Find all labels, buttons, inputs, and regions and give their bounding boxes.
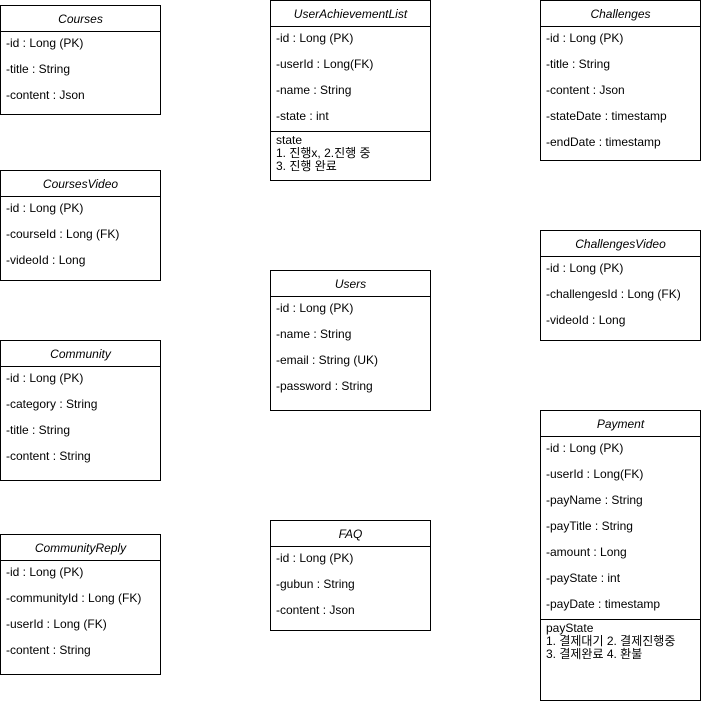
class-attribute: -userId : Long(FK) <box>546 467 644 481</box>
class-attribute: -courseId : Long (FK) <box>6 227 120 241</box>
class-attribute: -content : String <box>6 449 91 463</box>
class-attribute: -id : Long (PK) <box>546 31 624 45</box>
class-attribute: -payDate : timestamp <box>546 597 661 611</box>
class-title: ChallengesVideo <box>541 231 700 257</box>
class-attribute: -content : Json <box>546 83 625 97</box>
class-title: Challenges <box>541 1 700 27</box>
class-attribute: -videoId : Long <box>6 253 86 267</box>
class-attribute: -id : Long (PK) <box>276 551 354 565</box>
class-attribute: -title : String <box>6 62 71 76</box>
class-community[interactable]: Community -id : Long (PK) -category : St… <box>0 340 161 481</box>
class-attribute: -payState : int <box>546 571 621 585</box>
class-attribute: -id : Long (PK) <box>6 371 84 385</box>
class-users[interactable]: Users -id : Long (PK) -name : String -em… <box>270 270 431 411</box>
class-courses[interactable]: Courses -id : Long (PK) -title : String … <box>0 5 161 115</box>
class-attribute: -name : String <box>276 327 352 341</box>
class-attribute: -state : int <box>276 109 329 123</box>
class-attribute: -password : String <box>276 379 373 393</box>
class-challenges[interactable]: Challenges -id : Long (PK) -title : Stri… <box>540 0 701 161</box>
class-attribute: -amount : Long <box>546 545 627 559</box>
class-attribute: -payName : String <box>546 493 643 507</box>
class-title: FAQ <box>271 521 430 547</box>
class-attribute: -id : Long (PK) <box>276 301 354 315</box>
class-title: CoursesVideo <box>1 171 160 197</box>
class-attribute: -communityId : Long (FK) <box>6 591 142 605</box>
class-attribute: -id : Long (PK) <box>6 36 84 50</box>
class-attribute: -challengesId : Long (FK) <box>546 287 681 301</box>
class-attribute: -videoId : Long <box>546 313 626 327</box>
class-title: CommunityReply <box>1 535 160 561</box>
class-community-reply[interactable]: CommunityReply -id : Long (PK) -communit… <box>0 534 161 675</box>
class-attribute: -payTitle : String <box>546 519 633 533</box>
class-attribute: -name : String <box>276 83 352 97</box>
class-attribute: -content : String <box>6 643 91 657</box>
class-attribute: -id : Long (PK) <box>6 565 84 579</box>
class-attribute: -id : Long (PK) <box>546 441 624 455</box>
class-note: state 1. 진행x, 2.진행 중 3. 진행 완료 <box>271 131 430 175</box>
class-attribute: -userId : Long(FK) <box>276 57 374 71</box>
class-attribute: -gubun : String <box>276 577 355 591</box>
class-title: Community <box>1 341 160 367</box>
class-attribute: -title : String <box>546 57 611 71</box>
class-challenges-video[interactable]: ChallengesVideo -id : Long (PK) -challen… <box>540 230 701 341</box>
class-attribute: -stateDate : timestamp <box>546 109 667 123</box>
class-attribute: -content : Json <box>276 603 355 617</box>
class-attribute: -content : Json <box>6 88 85 102</box>
class-attribute: -id : Long (PK) <box>546 261 624 275</box>
class-attribute: -category : String <box>6 397 98 411</box>
class-attribute: -title : String <box>6 423 71 437</box>
class-note: payState 1. 결제대기 2. 결제진행중 3. 결제완료 4. 환불 <box>541 619 700 663</box>
class-payment[interactable]: Payment -id : Long (PK) -userId : Long(F… <box>540 410 701 701</box>
class-user-achievement-list[interactable]: UserAchievementList -id : Long (PK) -use… <box>270 0 431 181</box>
class-title: Users <box>271 271 430 297</box>
class-attribute: -userId : Long (FK) <box>6 617 107 631</box>
class-title: Payment <box>541 411 700 437</box>
class-title: UserAchievementList <box>271 1 430 27</box>
class-faq[interactable]: FAQ -id : Long (PK) -gubun : String -con… <box>270 520 431 631</box>
class-attribute: -endDate : timestamp <box>546 135 661 149</box>
class-courses-video[interactable]: CoursesVideo -id : Long (PK) -courseId :… <box>0 170 161 281</box>
class-attribute: -id : Long (PK) <box>276 31 354 45</box>
class-attribute: -id : Long (PK) <box>6 201 84 215</box>
class-attribute: -email : String (UK) <box>276 353 379 367</box>
class-title: Courses <box>1 6 160 32</box>
